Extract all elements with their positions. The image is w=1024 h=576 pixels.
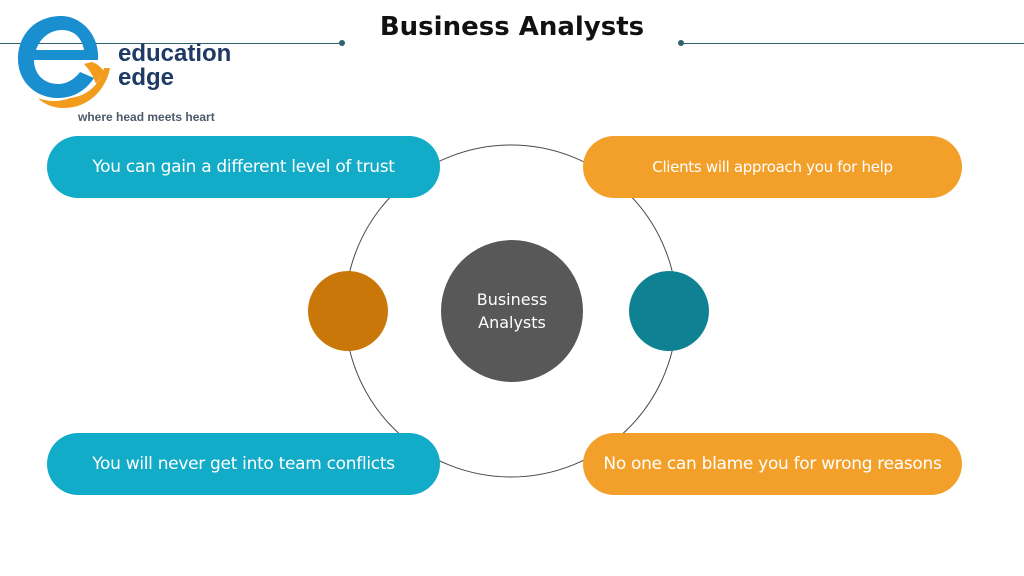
center-label-line2: Analysts (478, 313, 546, 332)
pill-top-left-label: You can gain a different level of trust (92, 157, 395, 177)
logo-brand-line1: education (118, 40, 232, 67)
education-edge-logo: education edge where head meets heart (14, 12, 244, 124)
header-rule-left-dot (339, 40, 345, 46)
logo-tagline: where head meets heart (78, 110, 215, 124)
pill-top-left: You can gain a different level of trust (47, 136, 440, 198)
pill-top-right: Clients will approach you for help (583, 136, 962, 198)
header-rule-right-dot (678, 40, 684, 46)
pill-bottom-left: You will never get into team conflicts (47, 433, 440, 495)
header-rule-left (0, 43, 342, 44)
logo-e-mark-icon (18, 16, 110, 108)
pill-bottom-right-label: No one can blame you for wrong reasons (603, 454, 942, 474)
right-node-circle (629, 271, 709, 351)
slide-title: Business Analysts (379, 12, 645, 42)
left-node-circle (308, 271, 388, 351)
center-circle: Business Analysts (441, 240, 583, 382)
pill-bottom-right: No one can blame you for wrong reasons (583, 433, 962, 495)
center-label-line1: Business (476, 290, 548, 309)
pill-bottom-left-label: You will never get into team conflicts (92, 454, 395, 474)
header-rule-right (681, 43, 1024, 44)
logo-brand-line2: edge (118, 64, 175, 91)
pill-top-right-label: Clients will approach you for help (652, 158, 893, 176)
